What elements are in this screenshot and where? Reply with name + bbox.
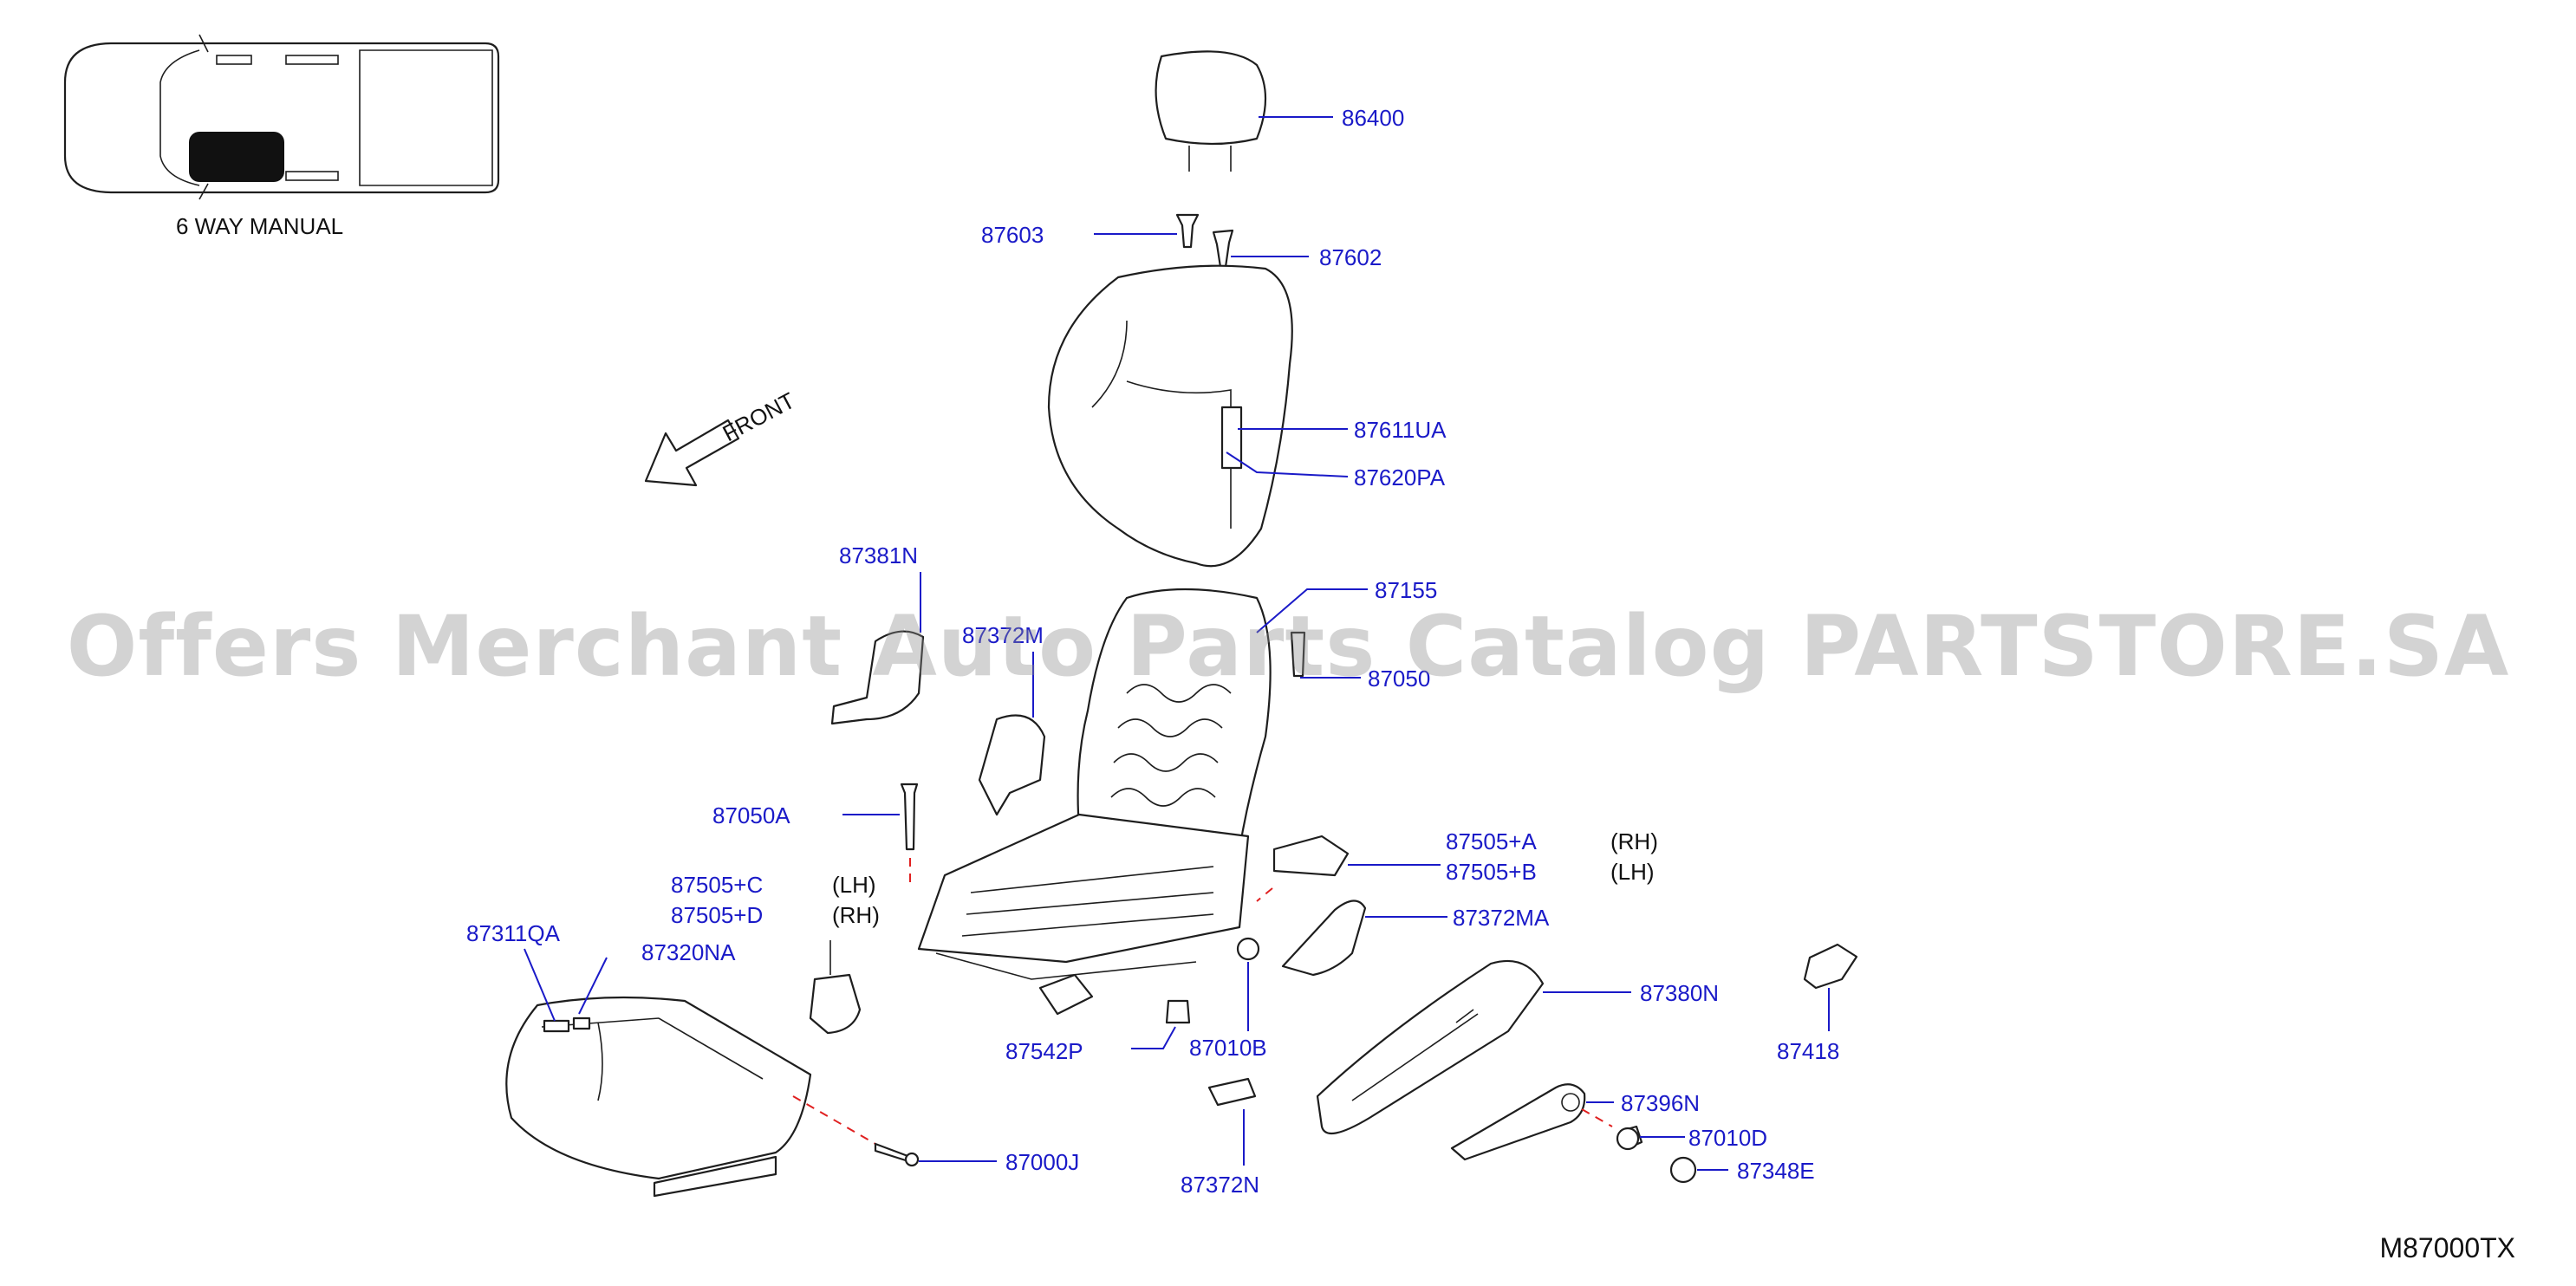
part-label-86400[interactable]: 86400 [1342, 105, 1404, 131]
seat-back-frame: 87155 87050 [1077, 577, 1437, 868]
part-label-87611UA[interactable]: 87611UA [1354, 417, 1447, 443]
bracket-87372M: 87372M [962, 622, 1046, 816]
note-rh-d: (RH) [832, 902, 880, 928]
recliner-cover-87505AB: 87505+A 87505+B (RH) (LH) [1256, 828, 1658, 902]
lever-87396N: 87396N [1450, 1083, 1700, 1161]
part-label-87381N[interactable]: 87381N [839, 542, 918, 568]
headrest-guides: 87603 87602 [981, 213, 1382, 270]
part-label-87372N[interactable]: 87372N [1181, 1172, 1259, 1198]
bolt-87000J: 87000J [874, 1142, 1079, 1175]
part-label-87505A[interactable]: 87505+A [1446, 828, 1537, 854]
vehicle-caption: 6 WAY MANUAL [176, 213, 343, 239]
nut-87010D: 87010D [1616, 1125, 1767, 1151]
part-label-87542P[interactable]: 87542P [1005, 1038, 1083, 1064]
part-label-87418[interactable]: 87418 [1777, 1038, 1839, 1064]
nut-87010B: 87010B [1189, 937, 1267, 1061]
note-lh-b: (LH) [1610, 859, 1655, 885]
part-label-87505B[interactable]: 87505+B [1446, 859, 1537, 885]
headrest-86400: 86400 [1155, 50, 1404, 172]
diagram-code: M87000TX [2379, 1232, 2515, 1263]
part-label-87505D[interactable]: 87505+D [671, 902, 763, 928]
side-finisher-87380N: 87380N [1316, 959, 1719, 1135]
part-label-87311QA[interactable]: 87311QA [466, 920, 561, 946]
part-label-87348E[interactable]: 87348E [1737, 1158, 1815, 1184]
bracket-87372MA: 87372MA [1281, 900, 1550, 977]
part-label-87372MA[interactable]: 87372MA [1453, 905, 1550, 931]
part-label-87380N[interactable]: 87380N [1640, 980, 1719, 1006]
bolt-87050A: 87050A [712, 783, 919, 888]
front-label: FRONT [719, 387, 799, 447]
part-label-87320NA[interactable]: 87320NA [641, 939, 736, 965]
part-label-87372M[interactable]: 87372M [962, 622, 1044, 648]
part-label-87396N[interactable]: 87396N [1621, 1090, 1700, 1116]
part-label-87010D[interactable]: 87010D [1688, 1125, 1767, 1151]
washer-87348E: 87348E [1669, 1156, 1815, 1184]
part-label-87603[interactable]: 87603 [981, 222, 1044, 248]
part-label-87620PA[interactable]: 87620PA [1354, 464, 1446, 490]
part-label-87602[interactable]: 87602 [1319, 244, 1382, 270]
part-label-87010B[interactable]: 87010B [1189, 1035, 1267, 1061]
part-label-87505C[interactable]: 87505+C [671, 872, 763, 898]
part-label-87155[interactable]: 87155 [1375, 577, 1437, 603]
knob-87418: 87418 [1777, 943, 1858, 1064]
seat-cushion-frame [917, 813, 1250, 1016]
seat-highlight-icon [189, 132, 284, 182]
watermark-text: Offers Merchant Auto Parts Catalog PARTS… [66, 598, 2510, 695]
bracket-87372N: 87372N [1181, 1077, 1259, 1198]
recliner-cover-87505CD: 87505+C 87505+D (LH) (RH) [671, 872, 880, 1035]
part-label-87050A[interactable]: 87050A [712, 802, 790, 828]
stopper-87542P: 87542P [1005, 999, 1191, 1064]
part-label-87000J[interactable]: 87000J [1005, 1149, 1079, 1175]
part-label-87050[interactable]: 87050 [1368, 666, 1430, 692]
side-cover-87381N: 87381N [830, 542, 925, 725]
note-lh-c: (LH) [832, 872, 876, 898]
note-rh-a: (RH) [1610, 828, 1658, 854]
front-direction-arrow: FRONT [644, 387, 799, 487]
vehicle-locator-icon: 6 WAY MANUAL [63, 34, 500, 239]
seat-cushion-trim: 87311QA 87320NA [466, 920, 876, 1198]
seat-back-trim: 87611UA 87620PA [1047, 264, 1447, 568]
